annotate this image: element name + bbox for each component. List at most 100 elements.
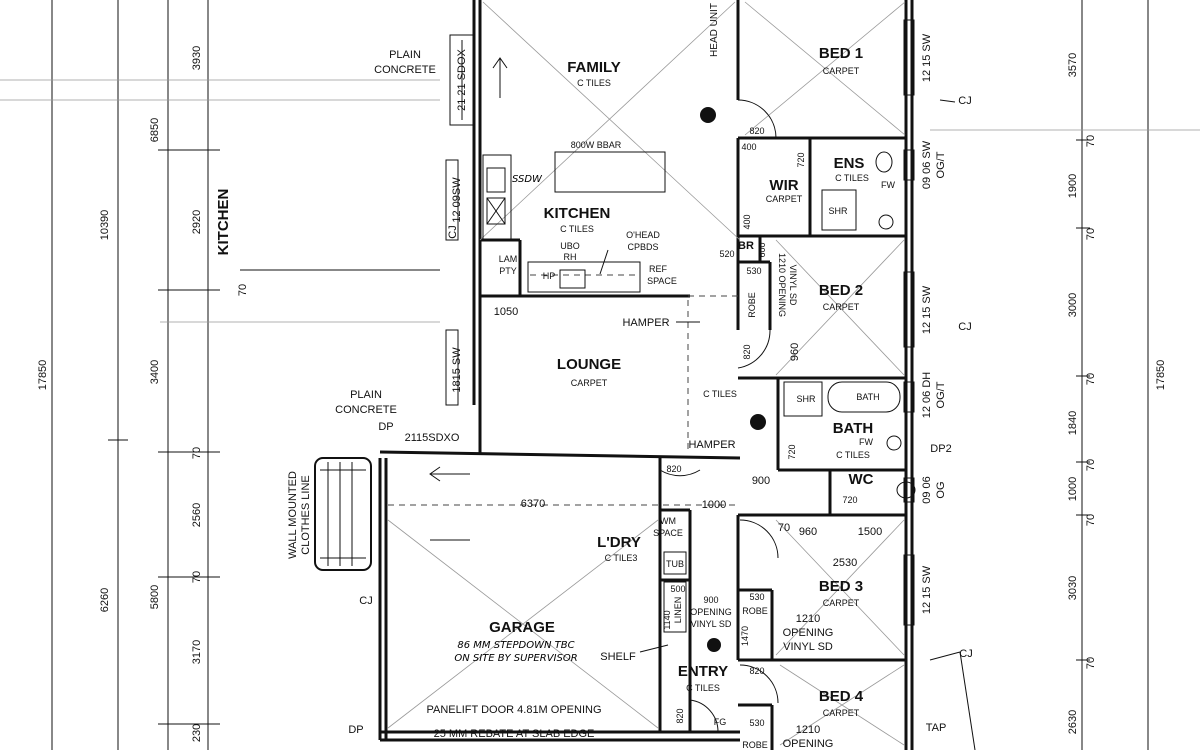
sdxo-2115-label: 2115SDXO bbox=[405, 432, 460, 444]
window-w1: 12 15 SW bbox=[921, 33, 933, 82]
window-labels: 12 15 SW 09 06 SW OG/T 12 15 SW 12 06 DH… bbox=[451, 33, 947, 614]
window-w2: 09 06 SW bbox=[921, 140, 933, 189]
sink bbox=[486, 167, 506, 193]
room-ldry-name: L'DRY bbox=[597, 534, 641, 551]
shower-bath bbox=[783, 381, 823, 417]
dim-left-mid-9: 3170 bbox=[191, 640, 203, 664]
dim-left-mid-1: 6850 bbox=[149, 118, 161, 142]
br-label: BR bbox=[738, 240, 754, 252]
dim-inner-19: 2530 bbox=[833, 557, 857, 569]
basin-bath-icon bbox=[886, 435, 902, 451]
cj-label-5: CJ bbox=[359, 595, 372, 607]
dim-left-mid-10: 230 bbox=[191, 724, 203, 742]
dim-left-outer-2: 6260 bbox=[99, 588, 111, 612]
ohead-1: O'HEAD bbox=[626, 230, 660, 240]
dim-inner-8: 960 bbox=[789, 343, 801, 361]
hall-finish: C TILES bbox=[703, 389, 737, 399]
dim-right-10: 3030 bbox=[1067, 576, 1079, 600]
opening-1210-b-1: 1210 bbox=[796, 613, 820, 625]
room-bed2-name: BED 2 bbox=[819, 282, 863, 299]
window-w7: 12 09SW bbox=[451, 177, 463, 223]
light-point-entry bbox=[707, 638, 721, 652]
dim-inner-24: 820 bbox=[749, 666, 764, 676]
robe-3: ROBE bbox=[742, 740, 768, 750]
opening-900-3: VINYL SD bbox=[691, 619, 732, 629]
stepdown-1: 86 MM STEPDOWN TBC bbox=[457, 640, 574, 651]
dim-right-9: 70 bbox=[1085, 514, 1097, 526]
dim-inner-17: 960 bbox=[799, 526, 817, 538]
dim-inner-15: 1000 bbox=[702, 499, 726, 511]
dim-inner-10: 720 bbox=[842, 495, 857, 505]
dim-inner-14: 900 bbox=[752, 475, 770, 487]
room-lounge-name: LOUNGE bbox=[557, 356, 621, 373]
window-w6: 12 15 SW bbox=[921, 565, 933, 614]
room-bed1-name: BED 1 bbox=[819, 45, 863, 62]
dim-right-11: 70 bbox=[1085, 657, 1097, 669]
dim-right-8: 1000 bbox=[1067, 477, 1079, 501]
dimension-numbers-left: 10390 17850 6260 3930 6850 2920 70 3400 … bbox=[37, 46, 249, 742]
room-bed4-name: BED 4 bbox=[819, 688, 864, 705]
interior-walls bbox=[478, 0, 906, 750]
dimension-numbers-right: 3570 70 1900 70 3000 70 1840 70 1000 70 … bbox=[1067, 53, 1167, 734]
room-lounge-finish: CARPET bbox=[571, 378, 608, 388]
room-entry-name: ENTRY bbox=[678, 663, 728, 680]
window-w5: 09 06 bbox=[921, 476, 933, 504]
dim-right-3: 70 bbox=[1085, 228, 1097, 240]
room-ldry-finish: C TILE3 bbox=[605, 553, 638, 563]
dim-right-13: 17850 bbox=[1155, 360, 1167, 391]
linen-label: LINEN bbox=[673, 597, 683, 624]
dim-inner-7: 820 bbox=[742, 344, 752, 359]
room-bed1-finish: CARPET bbox=[823, 66, 860, 76]
room-entry-finish: C TILES bbox=[686, 683, 720, 693]
fg-label: FG bbox=[714, 717, 727, 727]
dim-inner-5: 600 bbox=[757, 242, 767, 257]
plain-concrete-1a: PLAIN bbox=[389, 49, 421, 61]
shr-2: SHR bbox=[796, 394, 816, 404]
bth-small: BATH bbox=[856, 392, 879, 402]
opening-1210-c-1: 1210 bbox=[796, 724, 820, 736]
dim-inner-0: 820 bbox=[749, 126, 764, 136]
dp-label: DP bbox=[378, 421, 393, 433]
dim-inner-22: 530 bbox=[749, 592, 764, 602]
room-bed3-name: BED 3 bbox=[819, 578, 863, 595]
wm-2: SPACE bbox=[653, 528, 683, 538]
wall-clothes-1: WALL MOUNTED bbox=[287, 471, 299, 559]
dim-inner-11: 1050 bbox=[494, 306, 518, 318]
rh-label: RH bbox=[564, 252, 577, 262]
dim-right-5: 70 bbox=[1085, 373, 1097, 385]
window-w2b: OG/T bbox=[935, 151, 947, 178]
lam-1: LAM bbox=[499, 254, 518, 264]
dim-inner-23: 1470 bbox=[740, 626, 750, 646]
left-dimension-lines bbox=[0, 0, 440, 750]
lam-2: PTY bbox=[499, 266, 517, 276]
dim-inner-21: 1140 bbox=[662, 610, 672, 629]
bath-tub-icon bbox=[827, 381, 901, 413]
fw-1: FW bbox=[881, 180, 895, 190]
tap-label: TAP bbox=[926, 722, 947, 734]
dim-right-0: 3570 bbox=[1067, 53, 1079, 77]
room-family-finish: C TILES bbox=[577, 78, 611, 88]
dim-right-6: 1840 bbox=[1067, 411, 1079, 435]
dashed-lines bbox=[388, 274, 740, 506]
dim-left-mid-2: 2920 bbox=[191, 210, 203, 234]
dim-inner-1: 400 bbox=[741, 142, 756, 152]
dim-right-12: 2630 bbox=[1067, 710, 1079, 734]
room-bath-name: BATH bbox=[833, 420, 874, 437]
opening-900-1: 900 bbox=[703, 595, 718, 605]
dim-inner-2: 720 bbox=[796, 152, 806, 167]
room-wir-name: WIR bbox=[769, 177, 798, 194]
ohead-2: CPBDS bbox=[627, 242, 658, 252]
hamper-2: HAMPER bbox=[688, 439, 735, 451]
bbar-label: 800W BBAR bbox=[571, 140, 622, 150]
tub-box bbox=[663, 551, 687, 575]
tub-label: TUB bbox=[666, 559, 684, 569]
stepdown-2: ON SITE BY SUPERVISOR bbox=[454, 653, 577, 664]
opening-1210-b-2: OPENING bbox=[783, 627, 834, 639]
room-ens-name: ENS bbox=[834, 155, 865, 172]
room-ens-finish: C TILES bbox=[835, 173, 869, 183]
dim-left-mid-3: 70 bbox=[237, 284, 249, 296]
dim-inner-6: 530 bbox=[746, 266, 761, 276]
kitchen-bench bbox=[482, 154, 512, 241]
ref-2: SPACE bbox=[647, 276, 677, 286]
